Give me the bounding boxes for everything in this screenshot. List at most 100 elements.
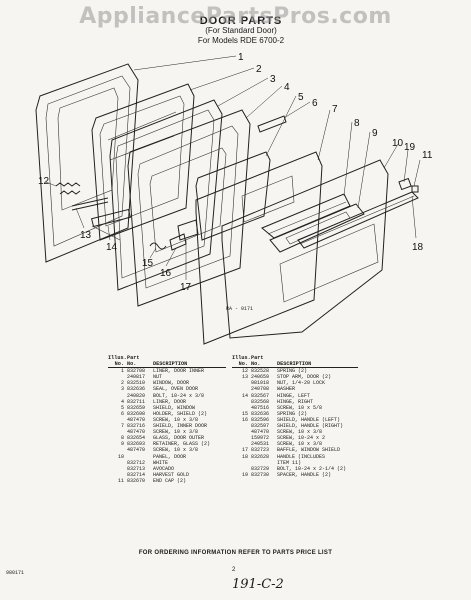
callout-10: 10 [392, 138, 404, 149]
part-no-cell: 832654 [127, 435, 146, 442]
callout-5: 5 [298, 92, 304, 103]
form-code: 980171 [6, 570, 25, 576]
part-no-cell: 832712 [127, 459, 146, 466]
description-cell: LINER, DOOR INNER [153, 368, 205, 375]
part-no-cell: 832711 [127, 398, 146, 405]
part-stop-arm [71, 197, 109, 211]
callout-11: 11 [422, 150, 433, 161]
illus-no-cell: 5 [120, 404, 124, 411]
col-illus-no: Illus.No. [108, 355, 127, 368]
part-spring [55, 182, 81, 195]
part-no-cell: 832670 [127, 477, 146, 484]
description-cell: SCREW, 10 x 3/8 [153, 429, 199, 436]
description-cell: SCREW, 10 x 3/8 [277, 429, 323, 436]
description-cell: END CAP (2) [153, 477, 187, 484]
part-no-cell: 832510 [127, 380, 146, 387]
part-no-cell: 159972 [251, 435, 270, 442]
part-no-cell: 240659 [251, 374, 270, 381]
part-window [91, 83, 195, 241]
description-cell: SEAL, OVEN DOOR [153, 386, 199, 393]
title-block: DOOR PARTS (For Standard Door) For Model… [176, 16, 306, 46]
part-no-cell: 487470 [251, 429, 270, 436]
illus-no-cell: 7 [120, 423, 124, 430]
description-cell: NUT [153, 374, 163, 381]
diagram-models: For Models RDE 6700-2 [197, 36, 285, 45]
part-no-cell: 832597 [251, 423, 270, 430]
description-cell: HOLDER, SHIELD (2) [153, 410, 208, 417]
part-seal [109, 99, 223, 291]
illus-no-cell: 17 [241, 447, 248, 454]
illus-no-cell: 12 [241, 368, 248, 375]
description-cell: BOLT, 10-24 x 3/8 [153, 392, 205, 399]
part-no-cell: 240820 [127, 392, 146, 399]
illus-no-cell: 19 [241, 471, 248, 478]
illus-no-cell: 14 [241, 392, 248, 399]
description-cell: AVOCADO [153, 465, 175, 472]
description-cell: SCREW, 10 x 3/8 [153, 416, 199, 423]
part-no-cell: 832730 [251, 471, 270, 478]
part-no-cell: 832716 [127, 423, 146, 430]
callout-18: 18 [412, 242, 424, 253]
illus-no-cell: 16 [241, 416, 248, 423]
part-no-cell: 832568 [251, 398, 270, 405]
part-no-cell: 832596 [251, 416, 270, 423]
callout-9: 9 [372, 128, 378, 139]
illus-no-cell: 9 [120, 441, 124, 448]
description-cell: SPACER, HANDLE (2) [277, 471, 332, 478]
description-cell: WHITE [153, 459, 169, 466]
watermark: AppliancePartsPros.com [79, 4, 392, 29]
callout-7: 7 [332, 104, 338, 115]
diagram-subtitle: (For Standard Door) [205, 26, 277, 35]
handwritten-note: 191-C-2 [232, 577, 284, 592]
part-window-shield [195, 151, 271, 241]
table-row: 240817 NUT [108, 374, 226, 380]
part-no-cell: 832567 [251, 392, 270, 399]
table-row: ITEM 11) [232, 460, 358, 466]
part-baffle [177, 219, 199, 241]
callout-1: 1 [238, 52, 244, 63]
callout-12: 12 [38, 176, 50, 187]
description-cell: STOP ARM, DOOR (2) [277, 374, 332, 381]
illus-no-cell: 3 [120, 386, 124, 393]
callout-3: 3 [270, 74, 276, 85]
part-handle-spacer [398, 177, 419, 193]
description-cell: SHIELD, HANDLE (LEFT) [277, 416, 341, 423]
callout-19: 19 [404, 142, 416, 153]
part-no-cell: 240817 [127, 374, 146, 381]
table-row: 240820 BOLT, 10-24 x 3/8 [108, 393, 226, 399]
part-door-panel [221, 159, 389, 339]
illus-no-cell: 18 [241, 453, 248, 460]
description-cell: HINGE, LEFT [277, 392, 311, 399]
description-cell: ITEM 11) [277, 459, 302, 466]
part-handle [297, 191, 419, 249]
description-cell: BOLT, 10-24 x 2-1/4 (2) [277, 465, 347, 472]
part-no-cell: 832628 [251, 453, 270, 460]
description-cell: HANDLE (INCLUDES [277, 453, 326, 460]
description-cell: SHIELD, WINDOW [153, 404, 196, 411]
part-no-cell: 832659 [127, 404, 146, 411]
illus-no-cell: 15 [241, 410, 248, 417]
